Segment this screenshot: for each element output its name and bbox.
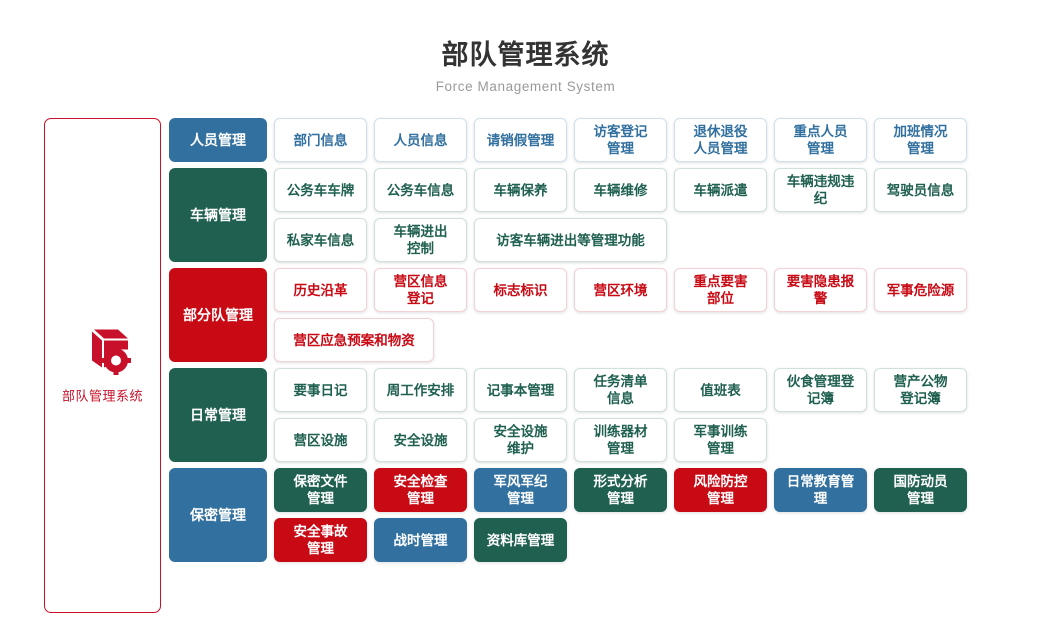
module-card[interactable]: 营区应急预案和物资 [274,318,434,362]
item-row: 部门信息人员信息请销假管理访客登记管理退休退役人员管理重点人员管理加班情况管理 [274,118,1051,162]
module-card[interactable]: 伙食管理登记簿 [774,368,867,412]
module-card[interactable]: 营产公物登记簿 [874,368,967,412]
module-card[interactable]: 要害隐患报警 [774,268,867,312]
module-card[interactable]: 标志标识 [474,268,567,312]
item-row: 保密文件管理安全检查管理军风军纪管理形式分析管理风险防控管理日常教育管理国防动员… [274,468,1051,512]
module-group: 车辆管理公务车车牌公务车信息车辆保养车辆维修车辆派遣车辆违规违纪驾驶员信息私家车… [169,168,1051,262]
sidebar-panel[interactable]: 部队管理系统 [44,118,161,613]
module-card[interactable]: 安全事故管理 [274,518,367,562]
module-card[interactable]: 形式分析管理 [574,468,667,512]
group-header-button[interactable]: 车辆管理 [169,168,267,262]
module-card[interactable]: 访客登记管理 [574,118,667,162]
module-card[interactable]: 公务车信息 [374,168,467,212]
module-group: 人员管理部门信息人员信息请销假管理访客登记管理退休退役人员管理重点人员管理加班情… [169,118,1051,162]
module-card[interactable]: 车辆违规违纪 [774,168,867,212]
item-row: 私家车信息车辆进出控制访客车辆进出等管理功能 [274,218,1051,262]
module-card[interactable]: 风险防控管理 [674,468,767,512]
group-header-button[interactable]: 日常管理 [169,368,267,462]
group-items: 保密文件管理安全检查管理军风军纪管理形式分析管理风险防控管理日常教育管理国防动员… [274,468,1051,562]
group-items: 要事日记周工作安排记事本管理任务清单信息值班表伙食管理登记簿营产公物登记簿营区设… [274,368,1051,462]
module-card[interactable]: 访客车辆进出等管理功能 [474,218,667,262]
cube-gear-icon [91,329,131,375]
group-items: 公务车车牌公务车信息车辆保养车辆维修车辆派遣车辆违规违纪驾驶员信息私家车信息车辆… [274,168,1051,262]
item-row: 公务车车牌公务车信息车辆保养车辆维修车辆派遣车辆违规违纪驾驶员信息 [274,168,1051,212]
item-row: 安全事故管理战时管理资料库管理 [274,518,1051,562]
module-card[interactable]: 请销假管理 [474,118,567,162]
module-card[interactable]: 车辆保养 [474,168,567,212]
page-header: 部队管理系统 Force Management System [0,0,1051,94]
module-group: 日常管理要事日记周工作安排记事本管理任务清单信息值班表伙食管理登记簿营产公物登记… [169,368,1051,462]
module-card[interactable]: 驾驶员信息 [874,168,967,212]
module-card[interactable]: 安全检查管理 [374,468,467,512]
module-card[interactable]: 人员信息 [374,118,467,162]
module-card[interactable]: 营区设施 [274,418,367,462]
page-title: 部队管理系统 [441,40,610,70]
item-row: 历史沿革营区信息登记标志标识营区环境重点要害部位要害隐患报警军事危险源 [274,268,1051,312]
module-card[interactable]: 军事训练管理 [674,418,767,462]
module-card[interactable]: 任务清单信息 [574,368,667,412]
module-card[interactable]: 营区信息登记 [374,268,467,312]
sidebar-brand[interactable]: 部队管理系统 [45,327,160,404]
module-card[interactable]: 军风军纪管理 [474,468,567,512]
module-card[interactable]: 私家车信息 [274,218,367,262]
main-content: 部队管理系统 人员管理部门信息人员信息请销假管理访客登记管理退休退役人员管理重点… [0,118,1051,613]
module-card[interactable]: 要事日记 [274,368,367,412]
module-card[interactable]: 车辆进出控制 [374,218,467,262]
item-row: 营区设施安全设施安全设施维护训练器材管理军事训练管理 [274,418,1051,462]
item-row: 营区应急预案和物资 [274,318,1051,362]
group-items: 部门信息人员信息请销假管理访客登记管理退休退役人员管理重点人员管理加班情况管理 [274,118,1051,162]
module-card[interactable]: 国防动员管理 [874,468,967,512]
module-card[interactable]: 重点人员管理 [774,118,867,162]
module-card[interactable]: 车辆维修 [574,168,667,212]
module-card[interactable]: 加班情况管理 [874,118,967,162]
module-card[interactable]: 训练器材管理 [574,418,667,462]
item-row: 要事日记周工作安排记事本管理任务清单信息值班表伙食管理登记簿营产公物登记簿 [274,368,1051,412]
page-subtitle: Force Management System [435,79,616,94]
module-card[interactable]: 营区环境 [574,268,667,312]
module-card[interactable]: 安全设施 [374,418,467,462]
module-groups: 人员管理部门信息人员信息请销假管理访客登记管理退休退役人员管理重点人员管理加班情… [169,118,1051,562]
module-card[interactable]: 保密文件管理 [274,468,367,512]
module-card[interactable]: 资料库管理 [474,518,567,562]
module-card[interactable]: 战时管理 [374,518,467,562]
module-group: 部分队管理历史沿革营区信息登记标志标识营区环境重点要害部位要害隐患报警军事危险源… [169,268,1051,362]
group-header-button[interactable]: 人员管理 [169,118,267,162]
sidebar-brand-label: 部队管理系统 [61,388,143,403]
module-card[interactable]: 日常教育管理 [774,468,867,512]
group-header-button[interactable]: 部分队管理 [169,268,267,362]
module-card[interactable]: 历史沿革 [274,268,367,312]
module-card[interactable]: 安全设施维护 [474,418,567,462]
module-card[interactable]: 军事危险源 [874,268,967,312]
group-header-button[interactable]: 保密管理 [169,468,267,562]
module-card[interactable]: 部门信息 [274,118,367,162]
module-group: 保密管理保密文件管理安全检查管理军风军纪管理形式分析管理风险防控管理日常教育管理… [169,468,1051,562]
module-card[interactable]: 退休退役人员管理 [674,118,767,162]
module-card[interactable]: 值班表 [674,368,767,412]
module-card[interactable]: 周工作安排 [374,368,467,412]
module-card[interactable]: 公务车车牌 [274,168,367,212]
module-card[interactable]: 车辆派遣 [674,168,767,212]
module-card[interactable]: 记事本管理 [474,368,567,412]
group-items: 历史沿革营区信息登记标志标识营区环境重点要害部位要害隐患报警军事危险源营区应急预… [274,268,1051,362]
module-card[interactable]: 重点要害部位 [674,268,767,312]
